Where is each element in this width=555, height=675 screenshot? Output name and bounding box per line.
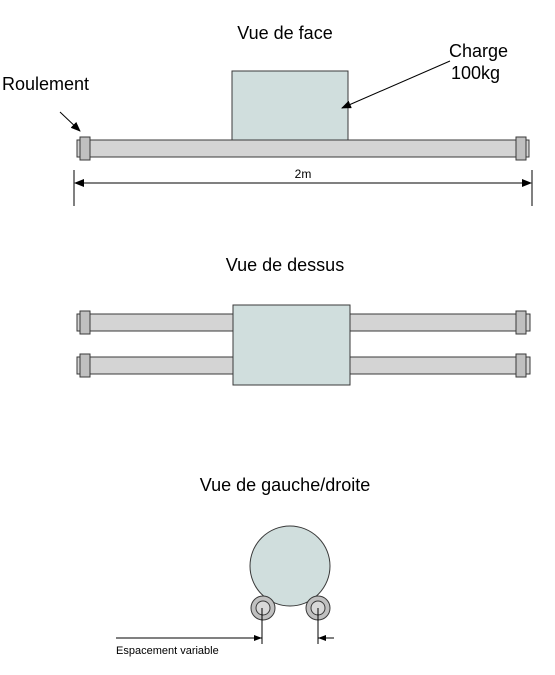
- front-view-title: Vue de face: [237, 23, 332, 43]
- side-wheel-left-hub: [255, 600, 271, 616]
- spacing-label: Espacement variable: [116, 645, 219, 657]
- top-view: Vue de dessus: [76, 255, 531, 386]
- side-load-circle: [249, 525, 331, 607]
- charge-label-line1: Charge: [449, 41, 508, 61]
- dimension-arrow-right: [522, 179, 532, 187]
- charge-arrow: [341, 60, 451, 109]
- top-load-block: [232, 304, 351, 386]
- charge-label-line2: 100kg: [451, 63, 500, 83]
- front-rail: [76, 139, 530, 158]
- top-view-title: Vue de dessus: [226, 255, 344, 275]
- bearing-arrow: [59, 111, 81, 132]
- front-bearing-right: [515, 136, 527, 161]
- front-view: Vue de face Charge 100kg Roulement 2m: [2, 23, 533, 206]
- side-view-title: Vue de gauche/droite: [200, 475, 370, 495]
- top-bearing-lower-left: [79, 353, 91, 378]
- top-bearing-upper-right: [515, 310, 527, 335]
- dimension-label: 2m: [295, 167, 312, 181]
- top-bearing-upper-left: [79, 310, 91, 335]
- top-bearing-lower-right: [515, 353, 527, 378]
- dimension-arrow-left: [74, 179, 84, 187]
- bearing-label: Roulement: [2, 74, 89, 94]
- front-load-block: [231, 70, 349, 142]
- side-view: Vue de gauche/droite Espacement variable: [116, 475, 370, 657]
- front-bearing-left: [79, 136, 91, 161]
